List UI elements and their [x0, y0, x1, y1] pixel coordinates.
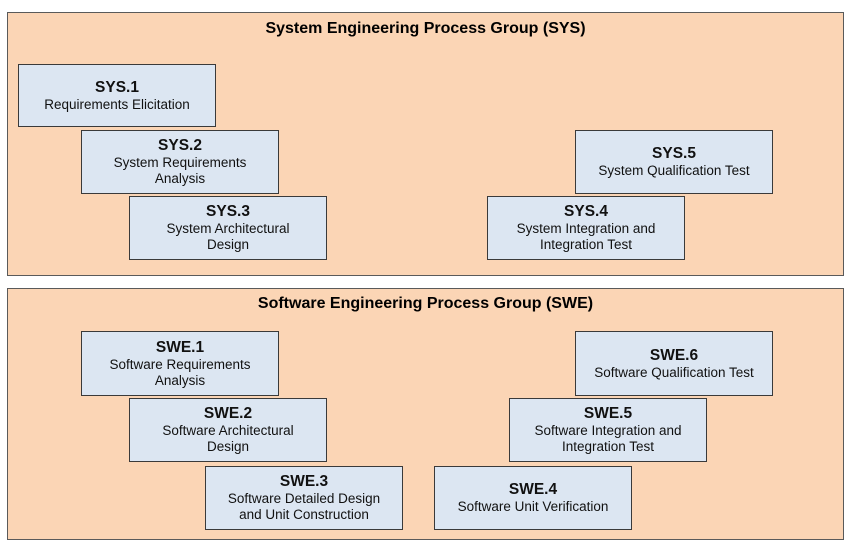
swe-2-name: Software Architectural Design	[162, 423, 294, 454]
swe-5-code: SWE.5	[583, 405, 633, 422]
sys-3-box: SYS.3 System Architectural Design	[129, 196, 327, 260]
swe-4-name: Software Unit Verification	[457, 499, 609, 514]
swe-6-box: SWE.6 Software Qualification Test	[575, 331, 773, 396]
sys-5-code: SYS.5	[652, 145, 696, 162]
sys-2-code: SYS.2	[158, 137, 202, 154]
swe-1-name: Software Requirements Analysis	[109, 356, 251, 388]
sys-2-name: System Requirements Analysis	[113, 155, 247, 186]
swe-1-box: SWE.1 Software Requirements Analysis	[81, 331, 279, 396]
swe-4-code: SWE.4	[508, 481, 558, 498]
sys-1-box: SYS.1 Requirements Elicitation	[18, 64, 216, 127]
swe-group-title: Software Engineering Process Group (SWE)	[257, 295, 594, 312]
sys-5-name: System Qualification Test	[598, 163, 750, 178]
swe-1-code: SWE.1	[155, 338, 205, 356]
swe-4-box: SWE.4 Software Unit Verification	[434, 466, 632, 530]
swe-6-name: Software Qualification Test	[594, 364, 754, 380]
swe-6-code: SWE.6	[649, 346, 699, 364]
swe-3-name: Software Detailed Design and Unit Constr…	[227, 491, 381, 522]
swe-2-code: SWE.2	[203, 405, 253, 422]
swe-5-name: Software Integration and Integration Tes…	[534, 423, 682, 454]
sys-3-name: System Architectural Design	[166, 221, 290, 252]
sys-4-box: SYS.4 System Integration and Integration…	[487, 196, 685, 260]
sys-1-code: SYS.1	[95, 78, 139, 96]
swe-3-box: SWE.3 Software Detailed Design and Unit …	[205, 466, 403, 530]
sys-4-name: System Integration and Integration Test	[516, 221, 656, 252]
sys-5-box: SYS.5 System Qualification Test	[575, 130, 773, 194]
sys-3-code: SYS.3	[206, 203, 250, 220]
swe-3-code: SWE.3	[279, 473, 329, 490]
swe-2-box: SWE.2 Software Architectural Design	[129, 398, 327, 462]
swe-5-box: SWE.5 Software Integration and Integrati…	[509, 398, 707, 462]
sys-4-code: SYS.4	[564, 203, 608, 220]
sys-1-name: Requirements Elicitation	[44, 96, 190, 112]
sys-group-title: System Engineering Process Group (SYS)	[265, 20, 586, 37]
sys-2-box: SYS.2 System Requirements Analysis	[81, 130, 279, 194]
